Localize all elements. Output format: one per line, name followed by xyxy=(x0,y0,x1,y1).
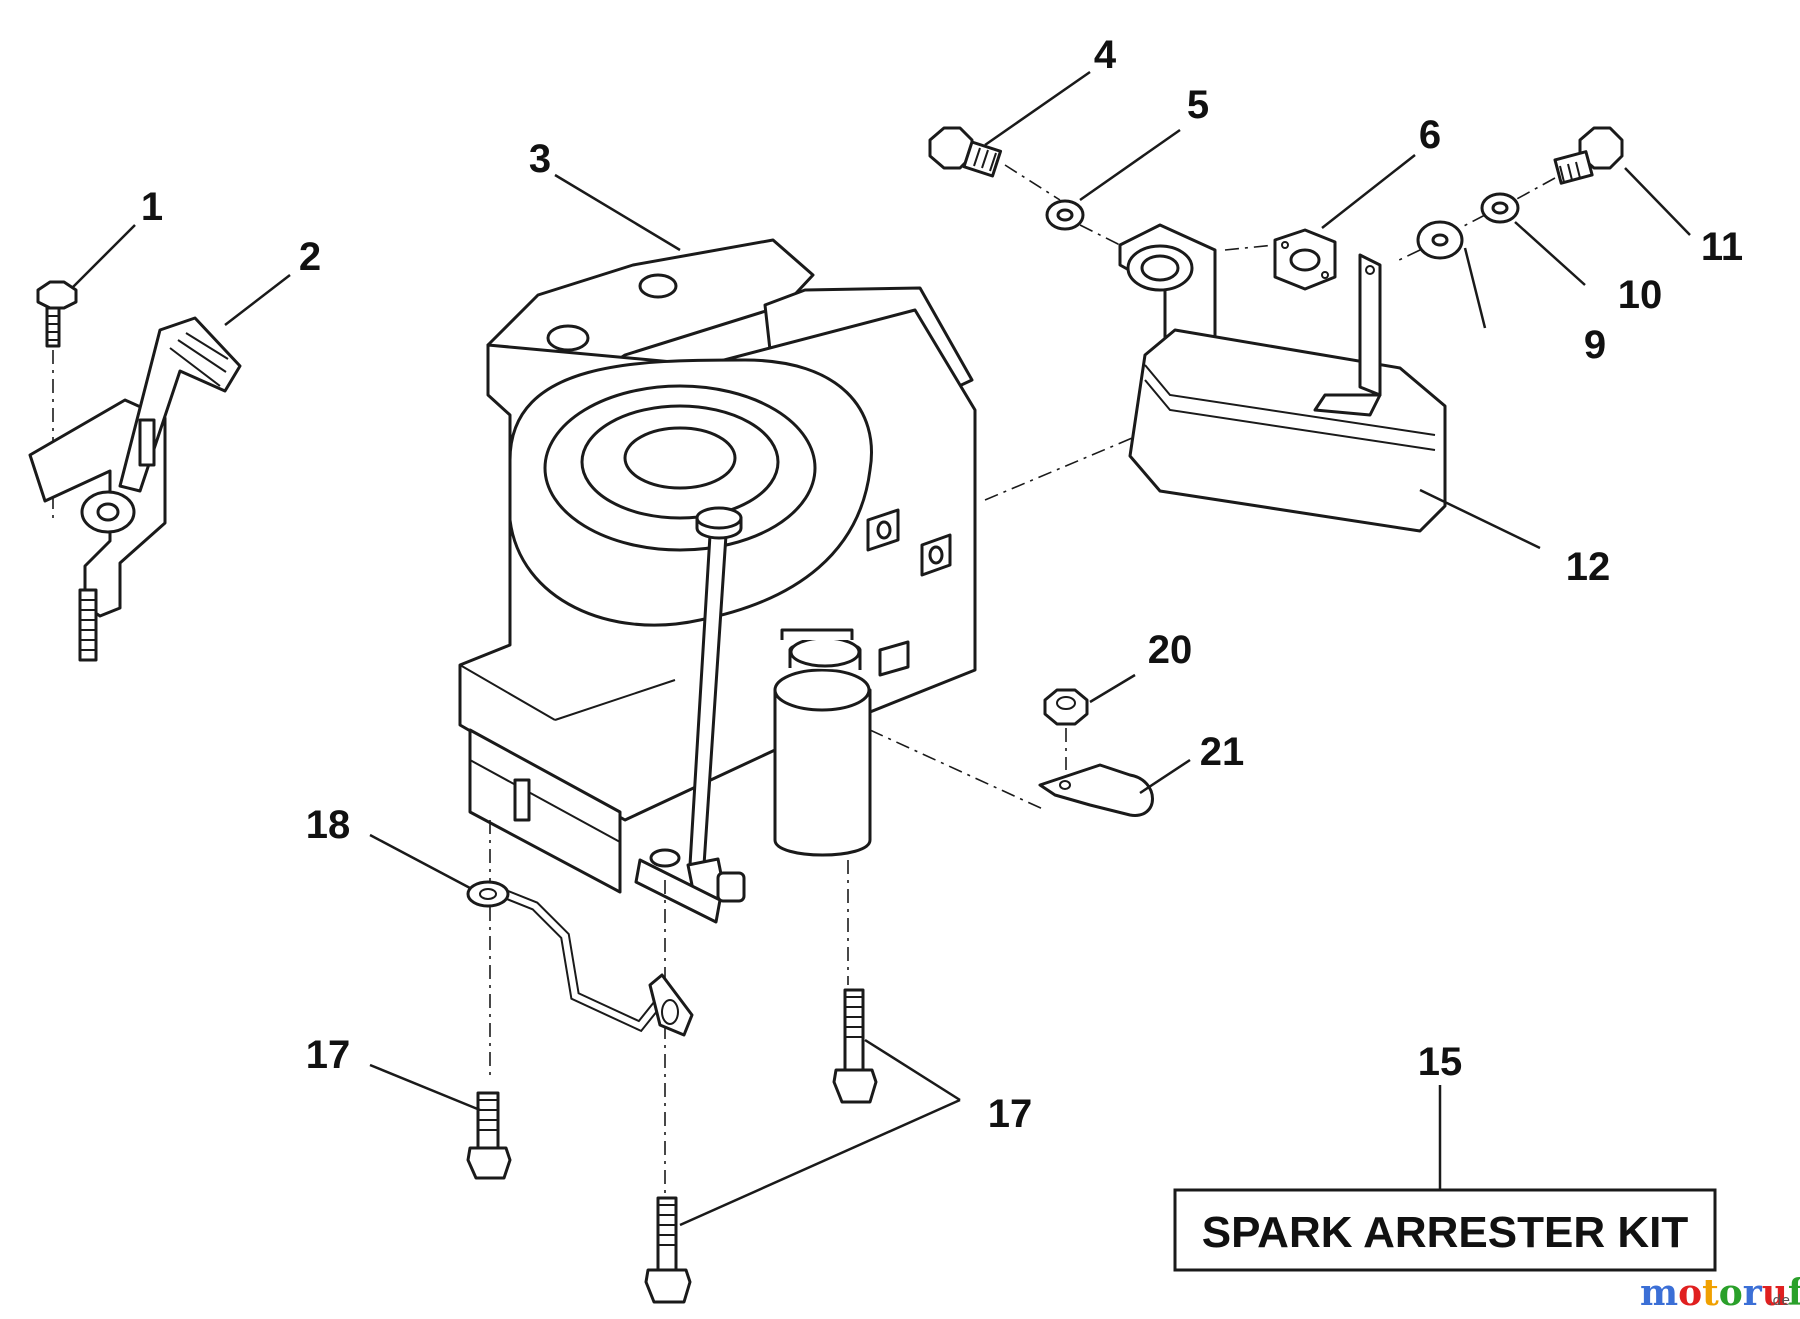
callout-15: 15 xyxy=(1418,1040,1463,1084)
callout-17-right: 17 xyxy=(988,1092,1033,1136)
clamp-bracket xyxy=(1038,763,1154,817)
muffler xyxy=(1128,253,1447,533)
exhaust-elbow xyxy=(1118,223,1217,357)
mount-bolt-left xyxy=(466,1091,512,1180)
watermark-letter: o xyxy=(1678,1272,1702,1314)
watermark-letter: o xyxy=(1719,1272,1743,1314)
callout-21: 21 xyxy=(1200,730,1245,774)
svg-text:motoruf: motoruf xyxy=(1640,1272,1800,1314)
watermark-letter: m xyxy=(1640,1272,1678,1314)
callout-12: 12 xyxy=(1566,545,1611,589)
watermark-suffix: .de xyxy=(1768,1293,1790,1309)
callout-11: 11 xyxy=(1701,225,1743,269)
mount-bolt-bottom xyxy=(644,1196,692,1304)
muffler-lock-washer xyxy=(1480,192,1520,224)
callout-5: 5 xyxy=(1187,83,1209,127)
exhaust-gasket xyxy=(1273,228,1337,291)
mount-bolt-center xyxy=(832,988,878,1104)
muffler-flat-washer xyxy=(1416,220,1464,260)
spark-arrester-kit-box xyxy=(1173,1188,1717,1272)
watermark-letter: u xyxy=(1762,1272,1788,1314)
manifold-bolt xyxy=(928,126,1003,178)
leader-lines xyxy=(71,70,1691,1227)
callout-4: 4 xyxy=(1094,33,1117,77)
watermark-logo: motoruf .de xyxy=(1640,1272,1800,1314)
hex-nut xyxy=(1043,688,1089,726)
callout-20: 20 xyxy=(1148,628,1193,672)
callout-17-left: 17 xyxy=(306,1033,351,1077)
watermark-letter: t xyxy=(1702,1272,1719,1314)
callout-3: 3 xyxy=(529,137,551,181)
muffler-bolt xyxy=(1553,126,1624,185)
callout-1: 1 xyxy=(141,185,163,229)
bracket-rod xyxy=(466,880,694,1037)
engine xyxy=(458,238,977,924)
callout-9: 9 xyxy=(1584,323,1606,367)
callout-10: 10 xyxy=(1618,273,1663,317)
callout-6: 6 xyxy=(1419,113,1441,157)
watermark-letter: r xyxy=(1743,1272,1763,1314)
throttle-bolt xyxy=(36,280,78,348)
callout-18: 18 xyxy=(306,803,351,847)
throttle-control xyxy=(28,316,242,662)
callout-2: 2 xyxy=(299,235,321,279)
manifold-washer xyxy=(1045,199,1085,231)
spark-arrester-kit-label: SPARK ARRESTER KIT xyxy=(1202,1208,1689,1257)
watermark-letter: f xyxy=(1788,1272,1800,1314)
